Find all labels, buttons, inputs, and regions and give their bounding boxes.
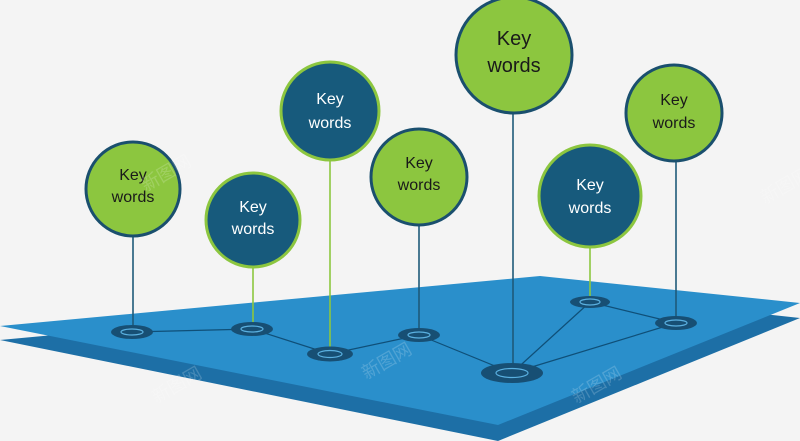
pin-lines <box>132 104 677 373</box>
platform-nodes <box>111 296 697 383</box>
bubble-line2: words <box>308 115 352 132</box>
bubble-line2: words <box>231 221 275 238</box>
node <box>111 325 153 339</box>
keyword-bubble: Key words <box>84 140 182 238</box>
bubble-circle <box>537 143 643 249</box>
bubble-line1: Key <box>497 28 531 50</box>
keyword-bubble: Key words <box>369 127 469 227</box>
bubble-circle <box>369 127 469 227</box>
keyword-bubble: Key words <box>204 171 302 269</box>
node <box>307 346 353 362</box>
bubble-line1: Key <box>576 177 604 194</box>
keyword-bubble: Key words <box>624 63 724 163</box>
bubble-circle <box>204 171 302 269</box>
network-line <box>511 322 677 374</box>
bubble-line1: Key <box>119 167 147 184</box>
keyword-bubble: Key words <box>537 143 643 249</box>
bubble-circle <box>624 63 724 163</box>
bubble-line1: Key <box>660 92 688 109</box>
node <box>231 322 273 336</box>
network-line <box>511 301 591 374</box>
node <box>655 316 697 330</box>
bubble-line2: words <box>652 115 696 132</box>
node <box>398 328 440 342</box>
bubble-line2: words <box>111 189 155 206</box>
node <box>570 296 610 308</box>
node <box>481 363 543 383</box>
platform-top <box>0 276 800 425</box>
bubble-circle <box>454 0 574 115</box>
bubble-circle <box>84 140 182 238</box>
bubble-line1: Key <box>316 91 344 108</box>
bubble-line2: words <box>397 177 441 194</box>
keyword-bubbles: Key words Key words Key words Key words … <box>84 0 724 269</box>
bubble-line2: words <box>568 200 612 217</box>
watermark: 新图网 <box>757 163 800 208</box>
bubble-line1: Key <box>405 155 433 172</box>
keyword-bubble: Key words <box>454 0 574 115</box>
bubble-circle <box>279 60 381 162</box>
bubble-line2: words <box>486 55 540 77</box>
bubble-line1: Key <box>239 199 267 216</box>
keyword-bubble: Key words <box>279 60 381 162</box>
